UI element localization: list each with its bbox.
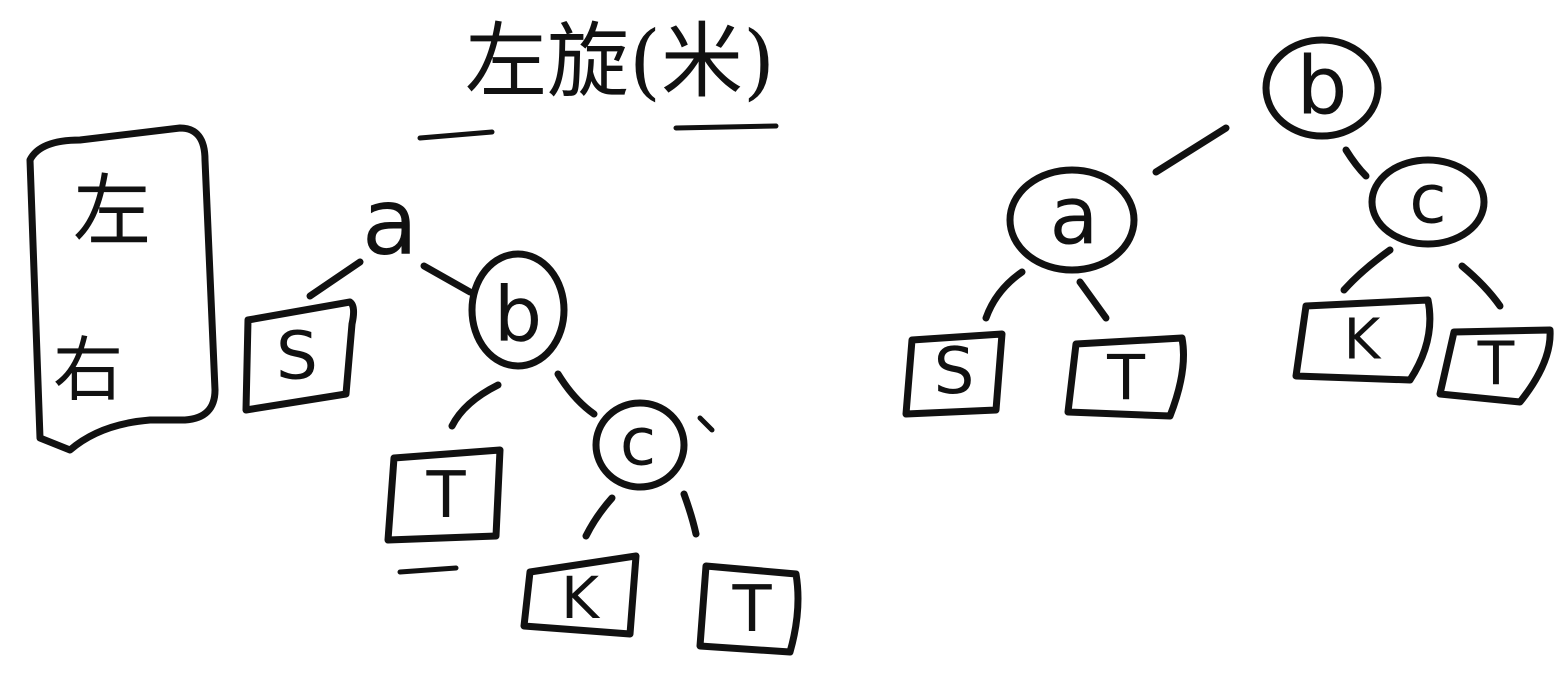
- node-c-circle: [592, 399, 688, 491]
- edge-stub: [697, 415, 715, 433]
- side-label-left: 左: [73, 167, 151, 257]
- leaf-t2-label: T: [731, 573, 772, 647]
- edge-c-t: [1458, 262, 1504, 310]
- edge-c-k: [1340, 246, 1394, 294]
- leaf-k-label: K: [561, 564, 601, 632]
- leaf-t2-box: [1436, 326, 1554, 406]
- node-a-label: a: [362, 169, 418, 276]
- leaf-k-box: [1292, 296, 1434, 384]
- leaf-t-underline: [397, 565, 459, 575]
- edge-b-c: [1342, 146, 1370, 180]
- diagram-title: 左旋(米): [465, 15, 775, 110]
- side-label-right: 右: [53, 329, 123, 411]
- title-underline-left: [417, 129, 495, 141]
- leaf-t-label: T: [425, 459, 466, 533]
- node-b-label: b: [1297, 40, 1348, 133]
- node-b-circle: [468, 250, 568, 370]
- leaf-t2-label: T: [1477, 329, 1515, 399]
- node-a-label: a: [1049, 170, 1098, 263]
- node-c-label: c: [1409, 161, 1446, 240]
- node-b-circle: [1262, 36, 1382, 140]
- leaf-k-box: [520, 552, 640, 638]
- edge-a-t: [1076, 278, 1110, 322]
- leaf-s-box: [902, 330, 1006, 418]
- leaf-s-label: S: [934, 335, 975, 409]
- side-banner: [26, 124, 219, 454]
- edge-a-s: [306, 258, 364, 300]
- leaf-s-label: S: [276, 318, 318, 395]
- edge-c-t: [680, 490, 700, 538]
- leaf-k-label: K: [1344, 308, 1382, 373]
- leaf-t-box: [1064, 334, 1187, 420]
- before-tree: a b c S T K T: [242, 169, 802, 656]
- edge-b-c: [554, 370, 598, 418]
- edge-a-b: [420, 262, 474, 296]
- node-c-label: c: [620, 404, 656, 481]
- leaf-t2-box: [696, 562, 802, 656]
- edge-b-t: [448, 381, 502, 430]
- node-a-circle: [1006, 166, 1138, 274]
- after-tree: b a c S T K T: [902, 36, 1554, 420]
- edge-c-k: [582, 494, 616, 540]
- leaf-t-box: [384, 446, 504, 544]
- edge-b-a: [1152, 124, 1230, 176]
- leaf-s-box: [242, 298, 358, 414]
- leaf-t-label: T: [1106, 342, 1146, 415]
- edge-a-s: [982, 268, 1026, 322]
- title-underline-right: [673, 123, 779, 131]
- node-b-label: b: [494, 270, 542, 359]
- node-c-circle: [1368, 156, 1488, 248]
